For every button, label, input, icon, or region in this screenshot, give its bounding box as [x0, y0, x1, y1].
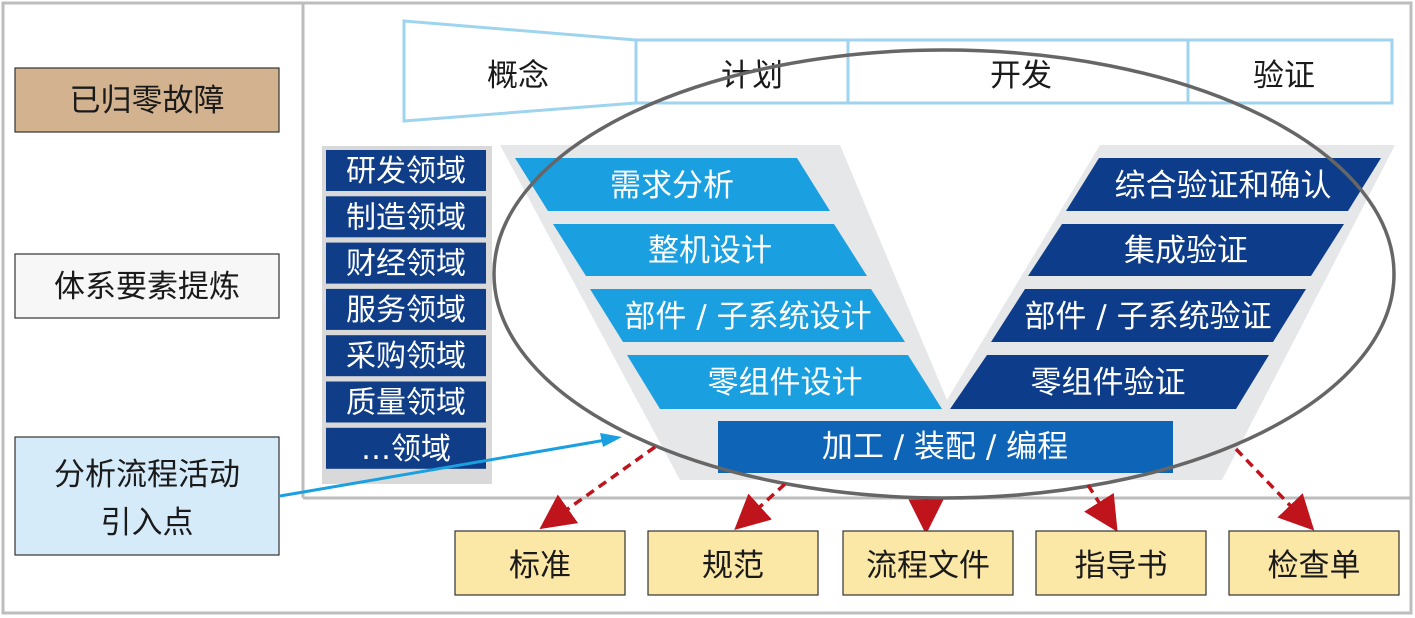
v-bottom-band	[718, 421, 1173, 473]
zeroed-faults-box: 已归零故障	[14, 67, 280, 133]
v-left-band	[515, 158, 830, 211]
output-arrow	[1234, 447, 1315, 531]
entry-point-label-line2: 引入点	[101, 505, 194, 541]
phase-plan-cell	[634, 38, 850, 105]
output-arrow	[1084, 484, 1118, 532]
v-right-band	[950, 355, 1269, 409]
output-box	[454, 530, 626, 596]
domain-label: 研发领域	[346, 154, 466, 189]
output-box	[647, 530, 819, 596]
domain-item	[326, 288, 486, 330]
v-right-label: 集成验证	[1124, 233, 1248, 269]
scope-ellipse	[492, 48, 1396, 500]
v-right-label: 零组件验证	[1031, 365, 1186, 401]
output-label: 规范	[702, 548, 764, 584]
domain-item	[326, 335, 486, 377]
v-left-band	[590, 289, 905, 342]
output-label: 标准	[509, 548, 571, 584]
system-elements-box: 体系要素提炼	[14, 253, 280, 319]
v-left-label: 需求分析	[610, 168, 734, 204]
phase-label: 概念	[487, 58, 549, 94]
output-box	[1035, 530, 1207, 596]
v-bottom-label: 加工 / 装配 / 编程	[822, 429, 1068, 465]
domain-item	[326, 150, 486, 191]
output-label: 指导书	[1075, 548, 1168, 584]
entry-point-label-line1: 分析流程活动	[54, 457, 240, 493]
output-arrow	[539, 445, 657, 530]
v-right-band	[1066, 158, 1381, 211]
v-left-label: 零组件设计	[708, 365, 863, 401]
v-right-label: 部件 / 子系统验证	[1024, 299, 1271, 335]
domain-item	[326, 242, 486, 284]
domain-label: 制造领域	[346, 200, 466, 235]
v-left-band	[627, 355, 942, 409]
v-right-arm: 综合验证和确认 集成验证 部件 / 子系统验证 零组件验证	[950, 158, 1381, 409]
output-boxes: 标准 规范 流程文件 指导书 检查单	[454, 530, 1400, 596]
output-box	[1228, 530, 1400, 596]
domain-label: 财经领域	[346, 247, 466, 282]
entry-point-arrow	[279, 433, 622, 498]
v-notch	[840, 145, 1100, 400]
domain-item	[326, 427, 486, 469]
entry-point-box: 分析流程活动 引入点	[14, 436, 280, 556]
v-left-label: 部件 / 子系统设计	[624, 299, 871, 335]
domain-item	[326, 196, 486, 238]
output-label: 检查单	[1268, 548, 1361, 584]
v-right-band	[991, 289, 1306, 342]
domain-label: 质量领域	[346, 386, 466, 421]
output-box	[842, 530, 1014, 596]
zeroed-faults-label: 已归零故障	[70, 83, 225, 119]
domain-label: 服务领域	[346, 293, 466, 328]
v-right-band	[1028, 224, 1344, 276]
v-right-label: 综合验证和确认	[1115, 168, 1332, 204]
v-left-band	[553, 224, 867, 276]
domain-item	[326, 381, 486, 423]
system-elements-label: 体系要素提炼	[54, 269, 240, 305]
phase-label: 开发	[990, 58, 1052, 94]
domain-label: …领域	[361, 432, 451, 467]
output-arrow	[734, 482, 787, 531]
phase-label: 验证	[1253, 58, 1315, 94]
domain-label: 采购领域	[346, 339, 466, 374]
output-label: 流程文件	[866, 548, 990, 584]
v-left-arm: 需求分析 整机设计 部件 / 子系统设计 零组件设计	[515, 158, 942, 409]
output-arrows	[539, 445, 1315, 535]
phase-verify-cell	[1186, 38, 1394, 105]
v-left-label: 整机设计	[648, 233, 772, 269]
v-bottom: 加工 / 装配 / 编程	[718, 421, 1173, 473]
